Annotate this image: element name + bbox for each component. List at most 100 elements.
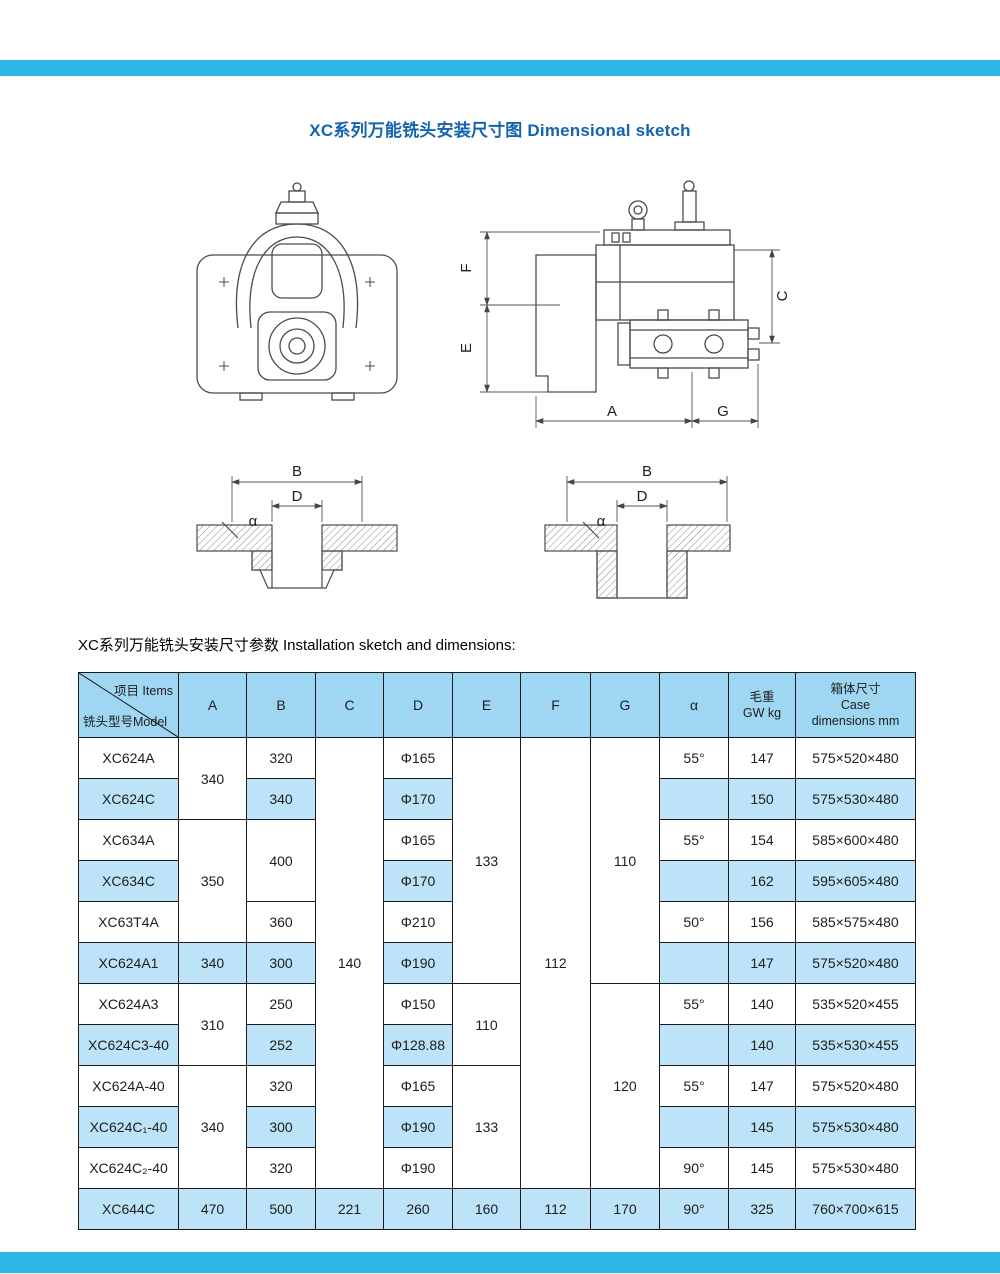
table-row: XC624A 340 320 140 Φ165 133 112 110 55° … (78, 737, 916, 1189)
side-view-drawing (535, 180, 760, 393)
cell-a: 470 (178, 1188, 247, 1230)
cell-b: 320 (246, 737, 316, 779)
cell-gw: 140 (728, 983, 796, 1025)
section-left-dimensions (231, 476, 363, 522)
cell-case: 535×520×455 (795, 983, 916, 1025)
cell-alpha: 90° (659, 1147, 729, 1189)
header-col-b: B (246, 672, 316, 738)
table-row: XC624C₁-40 300 Φ190 145 575×530×480 (78, 1106, 916, 1148)
bottom-accent-bar (0, 1252, 1000, 1273)
cell-model: XC624C3-40 (78, 1024, 179, 1066)
cell-alpha: 50° (659, 901, 729, 943)
cell-b: 500 (246, 1188, 316, 1230)
side-view-dimensions (480, 231, 780, 428)
cell-a: 350 (178, 819, 247, 943)
registration-marks (219, 277, 375, 371)
header-col-gw: 毛重 GW kg (728, 672, 796, 738)
table-row: XC634A 350 400 Φ165 55° 154 585×600×480 (78, 819, 916, 943)
dim-label-b-right: B (642, 463, 652, 480)
table-row: XC634C Φ170 162 595×605×480 (78, 860, 916, 902)
dimensions-table: 项目 Items 铣头型号Model A B C D E F G α 毛重 GW… (78, 672, 916, 1230)
cell-gw: 147 (728, 1065, 796, 1107)
gw-label-en: GW kg (742, 706, 782, 720)
table-row: XC624A-40 340 320 Φ165 133 55° 147 575×5… (78, 1065, 916, 1189)
cell-case: 575×520×480 (795, 942, 916, 984)
cell-gw: 145 (728, 1147, 796, 1189)
cell-e: 133 (452, 1065, 521, 1189)
dim-label-a: A (607, 403, 617, 420)
cell-alpha-empty (659, 1106, 729, 1148)
gw-label-cn: 毛重 (749, 689, 775, 704)
cell-model: XC634A (78, 819, 179, 861)
cell-d: Φ128.88 (383, 1024, 453, 1066)
dim-label-b-left: B (292, 463, 302, 480)
cell-d: Φ165 (383, 1065, 453, 1107)
cell-d: Φ165 (383, 737, 453, 779)
top-accent-bar (0, 60, 1000, 76)
table-row: XC644C 470 500 221 260 160 112 170 90° 3… (78, 1188, 916, 1230)
cell-b: 250 (246, 983, 316, 1025)
cell-d: Φ210 (383, 901, 453, 943)
header-corner-cell: 项目 Items 铣头型号Model (78, 672, 179, 738)
cell-alpha: 55° (659, 1065, 729, 1107)
cell-f: 112 (520, 1188, 591, 1230)
cell-alpha: 55° (659, 983, 729, 1025)
cell-gw: 147 (728, 942, 796, 984)
cell-b: 360 (246, 901, 316, 943)
cell-model: XC624C₂-40 (78, 1147, 179, 1189)
cell-b: 300 (246, 1106, 316, 1148)
cell-d: 260 (383, 1188, 453, 1230)
dim-label-f: F (458, 263, 475, 272)
cell-model: XC63T4A (78, 901, 179, 943)
cell-case: 585×600×480 (795, 819, 916, 861)
cell-case: 575×530×480 (795, 1147, 916, 1189)
cell-case: 535×530×455 (795, 1024, 916, 1066)
cell-b: 252 (246, 1024, 316, 1066)
dim-label-g: G (717, 403, 729, 420)
cell-alpha-empty (659, 942, 729, 984)
cell-e: 133 (452, 737, 521, 984)
cell-case: 575×530×480 (795, 1106, 916, 1148)
cell-c: 140 (315, 737, 384, 1189)
page-title: XC系列万能铣头安装尺寸图 Dimensional sketch (309, 121, 691, 140)
table-row: XC624A3 310 250 Φ150 110 120 55° 140 535… (78, 983, 916, 1189)
dim-label-c: C (774, 290, 791, 301)
cell-alpha-empty (659, 860, 729, 902)
cell-c: 221 (315, 1188, 384, 1230)
table-caption: XC系列万能铣头安装尺寸参数 Installation sketch and d… (78, 637, 516, 654)
cell-alpha: 55° (659, 737, 729, 779)
case-label-en2: dimensions mm (811, 714, 900, 729)
cell-b: 320 (246, 1065, 316, 1107)
dim-label-d-right: D (637, 488, 648, 505)
cell-b: 300 (246, 942, 316, 984)
cell-gw: 150 (728, 778, 796, 820)
cell-d: Φ170 (383, 860, 453, 902)
cell-model: XC644C (78, 1188, 179, 1230)
cell-model: XC624A-40 (78, 1065, 179, 1107)
header-col-case: 箱体尺寸 Case dimensions mm (795, 672, 916, 738)
front-view-drawing (196, 182, 398, 401)
header-col-a: A (178, 672, 247, 738)
cell-d: Φ170 (383, 778, 453, 820)
dim-label-alpha-left: α (249, 513, 258, 530)
table-row: XC63T4A 360 Φ210 50° 156 585×575×480 (78, 901, 916, 943)
cell-gw: 325 (728, 1188, 796, 1230)
header-col-f: F (520, 672, 591, 738)
cell-gw: 140 (728, 1024, 796, 1066)
dim-label-e: E (458, 343, 475, 353)
cell-b: 340 (246, 778, 316, 820)
cell-gw: 162 (728, 860, 796, 902)
cell-d: Φ190 (383, 1106, 453, 1148)
cell-a: 340 (178, 942, 247, 984)
cell-case: 595×605×480 (795, 860, 916, 902)
technical-drawings: F E C A G B D α (196, 180, 791, 599)
diagonal-divider (79, 673, 178, 737)
header-row: 项目 Items 铣头型号Model A B C D E F G α 毛重 GW… (78, 672, 916, 738)
cell-d: Φ150 (383, 983, 453, 1025)
cell-alpha-empty (659, 1024, 729, 1066)
header-col-d: D (383, 672, 453, 738)
cell-case: 575×520×480 (795, 737, 916, 779)
cell-d: Φ190 (383, 1147, 453, 1189)
cell-f: 112 (520, 737, 591, 1189)
